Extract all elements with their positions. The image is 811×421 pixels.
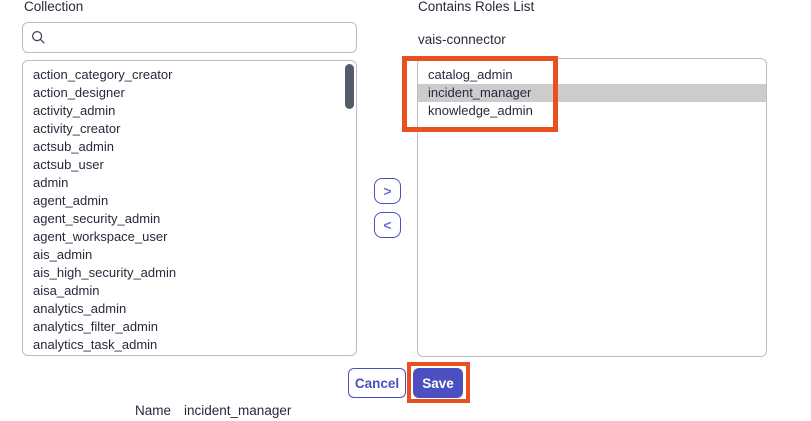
- group-name-label: vais-connector: [418, 32, 506, 47]
- collection-list-item[interactable]: ais_admin: [33, 247, 93, 262]
- collection-list-item[interactable]: action_category_creator: [33, 67, 173, 82]
- cancel-button[interactable]: Cancel: [348, 368, 406, 398]
- collection-list-item[interactable]: actsub_user: [33, 157, 104, 172]
- collection-list-item[interactable]: analytics_admin: [33, 301, 127, 316]
- collection-search[interactable]: [22, 22, 357, 53]
- add-role-button[interactable]: >: [374, 178, 401, 204]
- collection-list-item[interactable]: admin: [33, 175, 69, 190]
- collection-list-item[interactable]: analytics_viewer: [23, 354, 356, 355]
- role-list-item[interactable]: knowledge_admin: [428, 103, 533, 118]
- role-list-item[interactable]: catalog_admin: [428, 67, 513, 82]
- collection-list-item[interactable]: analytics_task_admin: [33, 337, 158, 352]
- collection-list-item[interactable]: aisa_admin: [33, 283, 100, 298]
- name-row: Name incident_manager: [135, 403, 291, 418]
- role-list-item[interactable]: incident_manager: [418, 84, 766, 102]
- collection-list-item[interactable]: agent_security_admin: [33, 211, 161, 226]
- save-button[interactable]: Save: [413, 368, 463, 398]
- collection-label: Collection: [24, 0, 84, 14]
- remove-role-button[interactable]: <: [374, 212, 401, 238]
- collection-list-item[interactable]: activity_creator: [33, 121, 121, 136]
- collection-list-item[interactable]: ais_high_security_admin: [33, 265, 177, 280]
- search-input[interactable]: [52, 30, 348, 45]
- collection-list-item[interactable]: action_designer: [33, 85, 125, 100]
- collection-list-item[interactable]: actsub_admin: [33, 139, 114, 154]
- contains-roles-list-label: Contains Roles List: [418, 0, 535, 14]
- collection-list-item[interactable]: analytics_filter_admin: [33, 319, 159, 334]
- collection-list-item[interactable]: activity_admin: [33, 103, 116, 118]
- name-label: Name: [135, 403, 172, 418]
- collection-list-item[interactable]: agent_admin: [33, 193, 109, 208]
- collection-scrollbar-thumb[interactable]: [345, 64, 354, 109]
- search-icon: [31, 30, 46, 45]
- collection-list-item[interactable]: agent_workspace_user: [33, 229, 168, 244]
- name-value: incident_manager: [184, 403, 292, 418]
